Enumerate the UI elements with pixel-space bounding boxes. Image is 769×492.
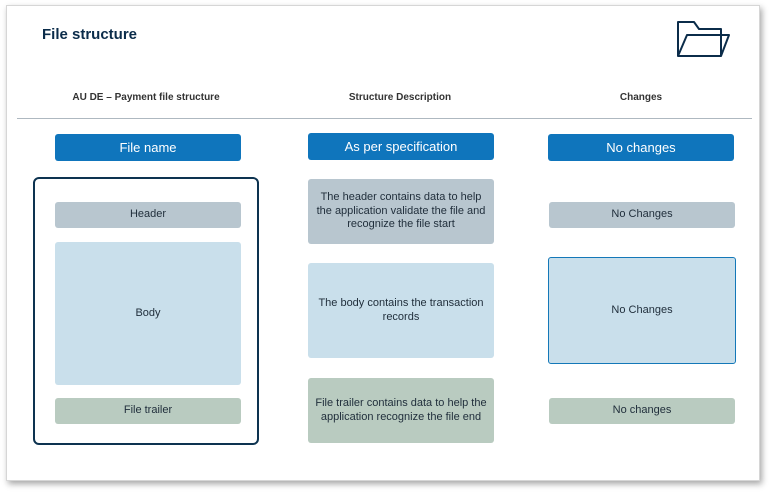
header-divider: [17, 118, 752, 119]
header-block: Header: [55, 202, 241, 228]
trailer-changes: No changes: [549, 398, 735, 424]
body-changes: No Changes: [548, 257, 736, 364]
column-header-description: Structure Description: [348, 92, 452, 103]
no-changes-pill: No changes: [548, 134, 734, 161]
file-structure-outline: [33, 177, 259, 445]
trailer-block: File trailer: [55, 398, 241, 424]
column-header-changes: Changes: [619, 92, 663, 103]
body-block: Body: [55, 242, 241, 385]
specification-pill: As per specification: [308, 133, 494, 160]
trailer-description: File trailer contains data to help the a…: [308, 378, 494, 443]
column-header-structure: AU DE – Payment file structure: [72, 92, 220, 103]
header-changes: No Changes: [549, 202, 735, 228]
file-name-pill: File name: [55, 134, 241, 161]
body-description: The body contains the transaction record…: [308, 263, 494, 358]
page-title: File structure: [42, 26, 138, 43]
slide: File structure AU DE – Payment file stru…: [6, 5, 760, 481]
header-description: The header contains data to help the app…: [308, 179, 494, 244]
folder-open-icon: [677, 21, 730, 57]
